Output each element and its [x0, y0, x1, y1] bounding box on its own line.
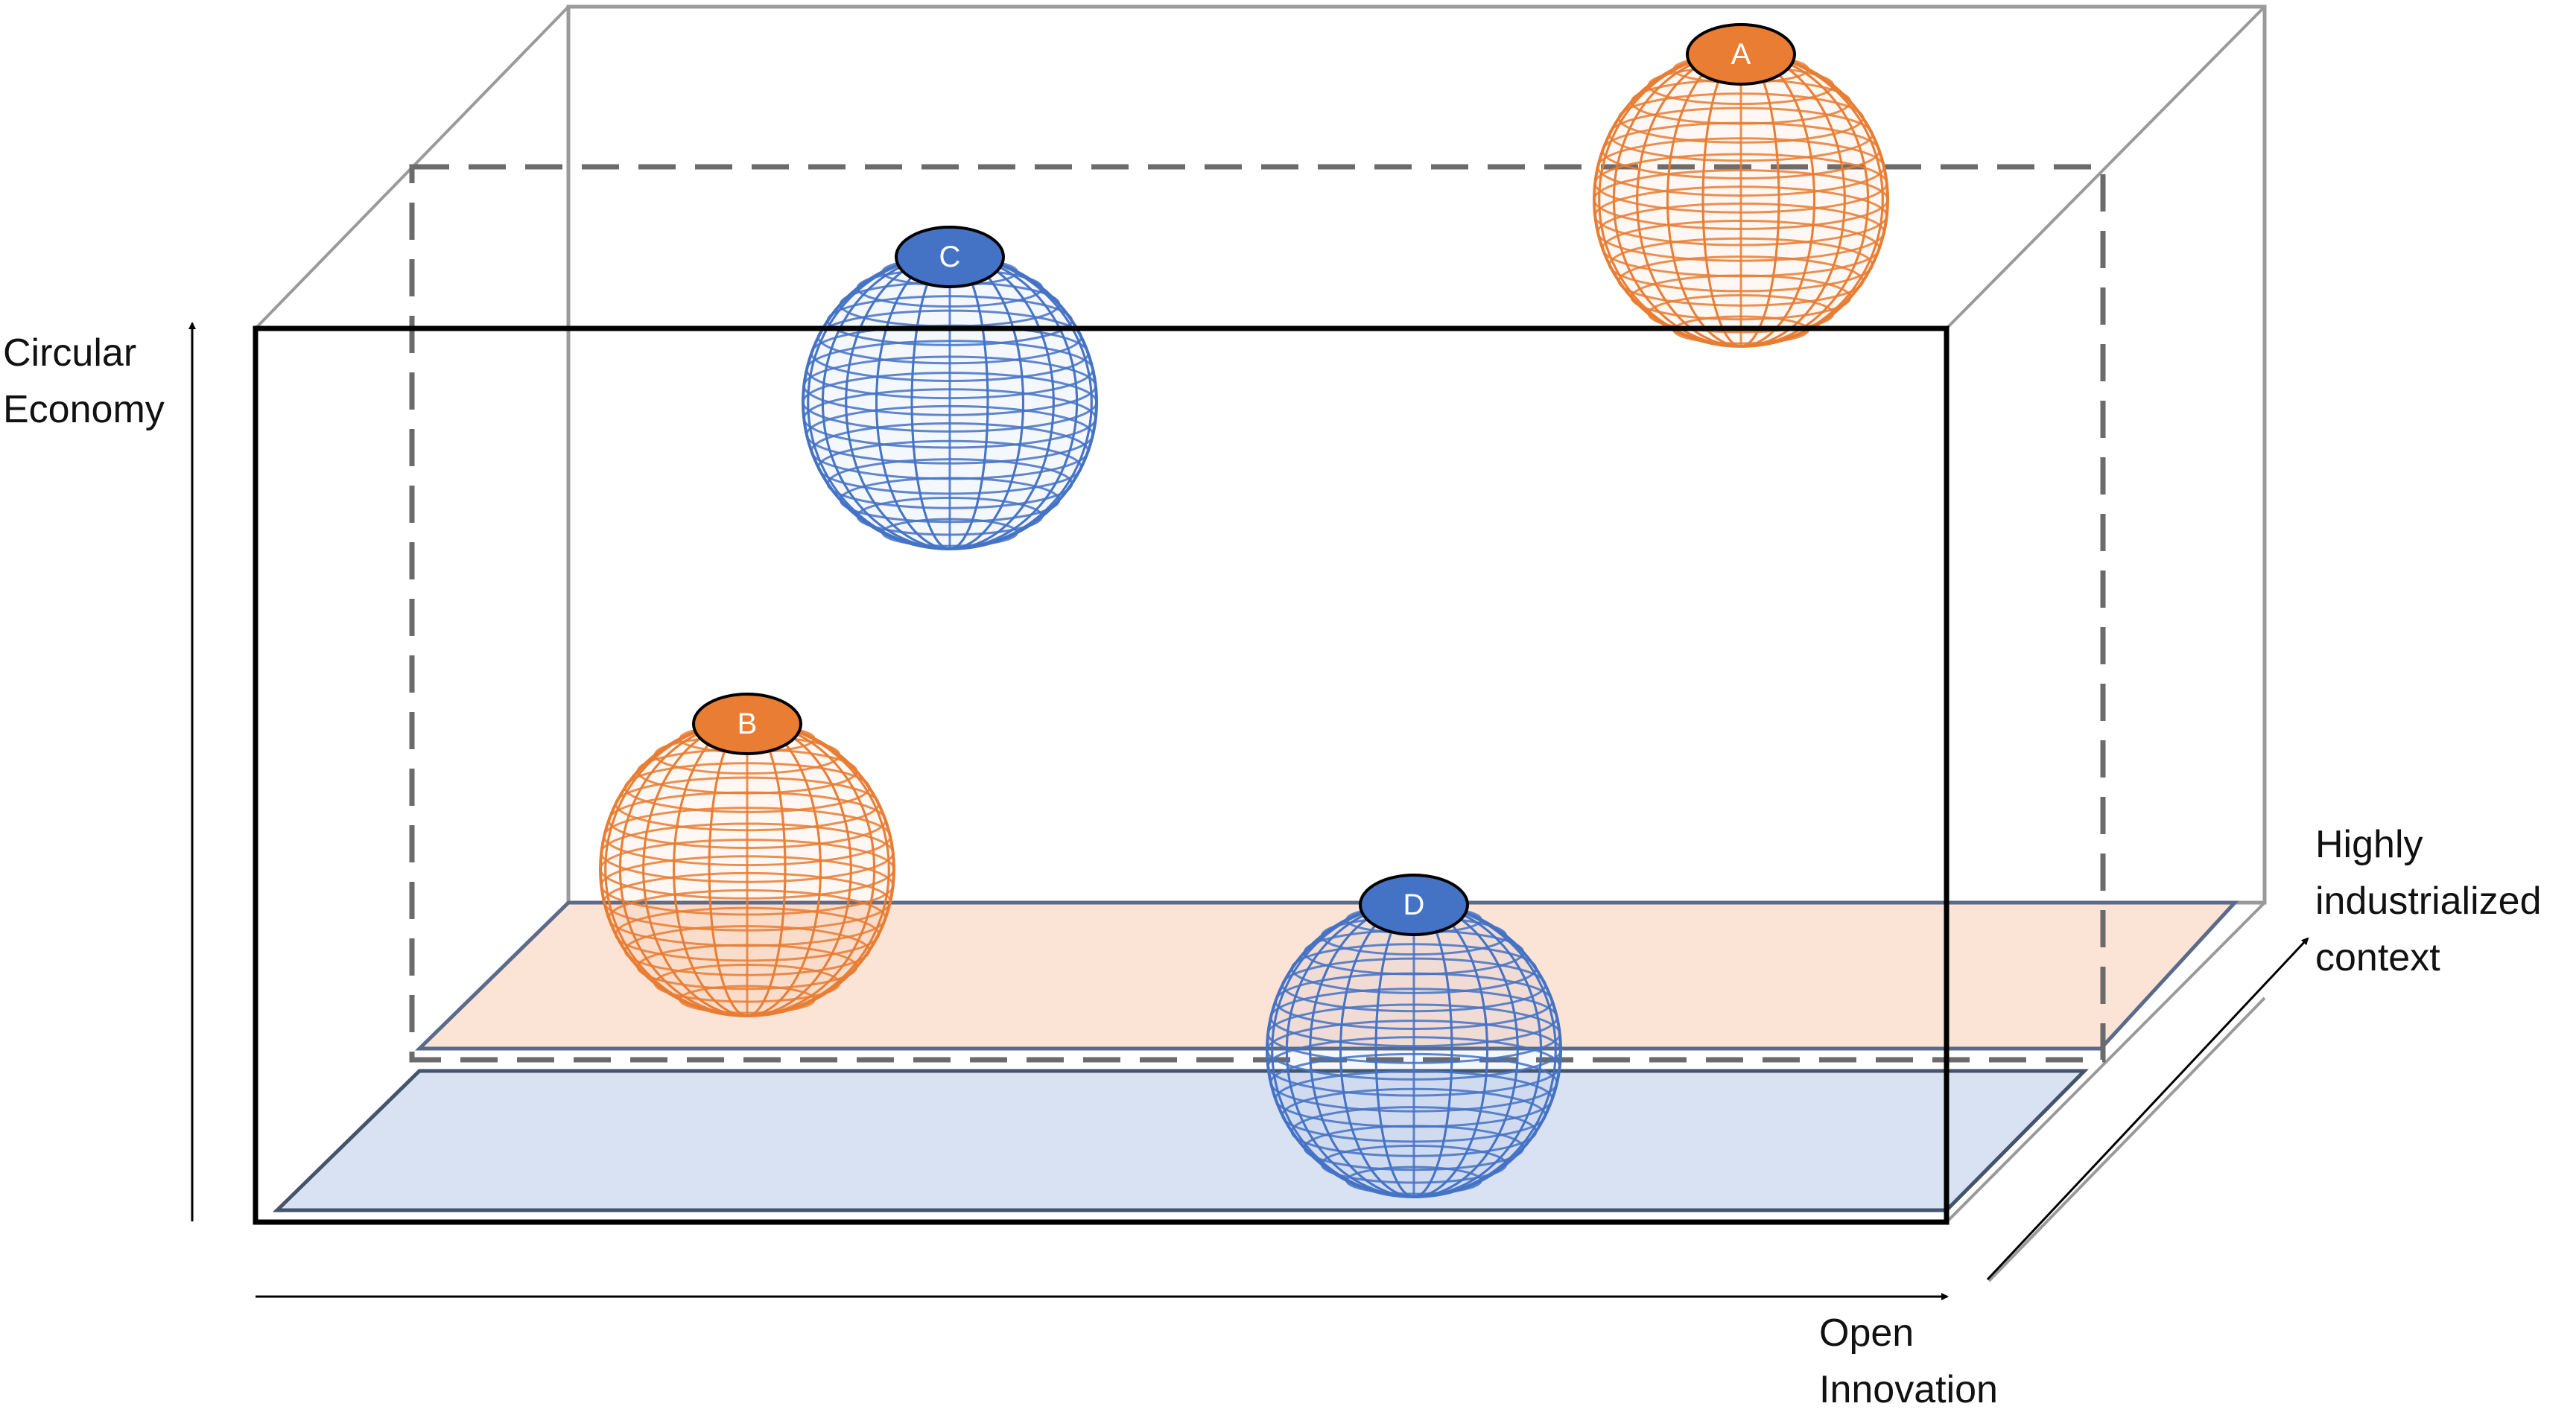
front-frame [253, 325, 1950, 1225]
sphere-a: A [1593, 23, 1889, 348]
sphere-a-badge [1686, 23, 1796, 86]
axis-label-line: Economy [3, 388, 165, 431]
sphere-a-label: A [1731, 38, 1751, 71]
axis-label-line: Open [1819, 1312, 1914, 1355]
sphere-b-badge [692, 693, 802, 755]
axis-label-line: Circular [3, 331, 137, 375]
sphere-b: B [599, 693, 895, 1017]
sphere-c-label: C [939, 241, 961, 273]
blue-floor-plane [272, 1069, 2089, 1212]
sphere-d-badge [1359, 874, 1469, 936]
axis-label-open-innovation: Open Innovation [1819, 1305, 1998, 1418]
axis-label-circular-economy: Circular Economy [3, 325, 165, 438]
sphere-d: D [1266, 874, 1562, 1198]
axis-label-line: Highly [2315, 823, 2423, 866]
sphere-b-label: B [737, 708, 758, 740]
sphere-c: C [802, 226, 1098, 550]
dashed-middle-frame [409, 164, 2106, 1063]
axis-label-line: Innovation [1819, 1368, 1998, 1411]
axis-label-line: context [2315, 936, 2440, 979]
sphere-c-badge [895, 226, 1005, 288]
axis-label-line: industrialized [2315, 880, 2542, 923]
sphere-d-label: D [1403, 888, 1425, 921]
axis-label-highly-industrialized-context: Highly industrialized context [2315, 816, 2542, 986]
depth-axis-arrow [1986, 937, 2309, 1281]
